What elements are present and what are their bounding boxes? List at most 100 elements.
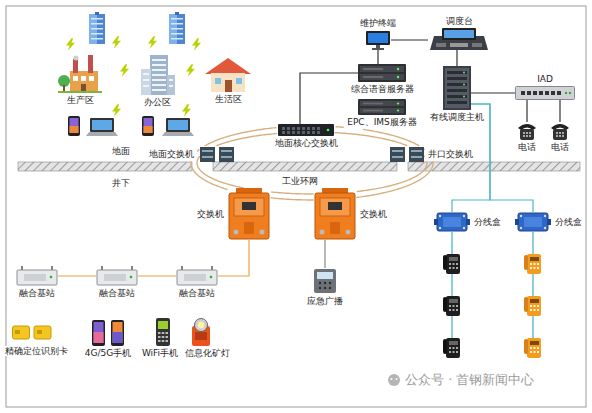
- desk-icon-part: [518, 124, 536, 130]
- factory-icon-part: [70, 71, 98, 91]
- server-icon-part: [360, 74, 404, 80]
- desk-icon-part-part: [529, 132, 531, 134]
- orange-icon: [228, 188, 270, 240]
- desk-icon-part: [551, 124, 569, 130]
- phone-feed-lines-part: [532, 232, 533, 345]
- rack-icon-part: [447, 71, 467, 104]
- connector-part: [138, 275, 176, 276]
- iad-icon: [515, 86, 575, 100]
- terminal-devices-part: [68, 116, 80, 136]
- factory-icon: [58, 55, 102, 93]
- console-icon-part: [444, 30, 474, 38]
- device-label: 井口交换机: [427, 149, 474, 159]
- core-icon-part-part: [302, 131, 305, 134]
- area-label: 地面: [112, 146, 130, 156]
- office-device: 办公区: [138, 55, 176, 95]
- monitor-icon-part: [366, 31, 390, 45]
- wifi-icon-part-part: [158, 340, 161, 342]
- server-icon-part: [363, 76, 383, 78]
- iad-icon-part-part: [557, 91, 561, 95]
- device-label: EPC、IMS服务器: [346, 117, 418, 127]
- rack-icon-part-part: [447, 83, 467, 86]
- server-icon-part: [397, 68, 399, 70]
- iad-icon-part-part: [545, 91, 549, 95]
- bcast-icon-part-part: [319, 287, 321, 289]
- ring-network-link-part: [271, 192, 313, 194]
- wifi-icon-part-part: [158, 336, 161, 338]
- desk-device: 电话: [518, 122, 536, 140]
- device-label: 交换机: [196, 209, 225, 219]
- rack-icon-part-part: [447, 77, 467, 80]
- wireless-bolts-part: [120, 64, 129, 77]
- house-icon-part: [225, 80, 232, 92]
- factory-icon-part: [89, 76, 94, 81]
- mob-device: 4G/5G手机: [90, 320, 126, 346]
- blue-icon-part: [463, 215, 465, 217]
- desk-icon-part-part: [526, 135, 528, 137]
- rack-icon-part: [443, 66, 471, 110]
- mob-icon: [90, 320, 126, 346]
- device-label: 4G/5G手机: [84, 348, 132, 358]
- wireless-bolts-part: [148, 36, 157, 49]
- orange-icon-part: [260, 230, 265, 235]
- desk-icon-part-part: [529, 135, 531, 137]
- ring-network-link-part: [205, 128, 277, 146]
- core-icon-part-part: [287, 131, 290, 134]
- desk-icon-part: [523, 132, 531, 137]
- desk-icon: [518, 122, 536, 140]
- device-label: 综合语音服务器: [350, 84, 415, 94]
- core-icon-part-part: [312, 131, 315, 134]
- ring-network-link: [191, 149, 244, 189]
- ring-network-link-part: [216, 134, 276, 146]
- mob-icon-part: [92, 320, 105, 346]
- wifi-icon-part-part: [158, 332, 161, 334]
- sw2-icon-part: [200, 147, 215, 162]
- bcast-icon-part-part: [329, 287, 331, 289]
- blue-icon-part: [434, 219, 438, 225]
- core-icon-part: [282, 127, 320, 134]
- wifi-icon-part-part: [162, 332, 165, 334]
- bcast-icon-part: [314, 269, 336, 293]
- ground-band-part: [18, 162, 192, 171]
- factory-icon-part: [58, 91, 102, 93]
- desk-icon-part: [553, 129, 567, 140]
- bcast-icon-part-part: [329, 282, 331, 284]
- sw2-icon-part: [411, 150, 422, 152]
- core-icon-part-part: [307, 127, 310, 130]
- orange-icon-part: [242, 202, 256, 210]
- ring-network-link-part: [356, 149, 433, 197]
- bcast-icon-part: [319, 282, 331, 289]
- office-icon-part: [141, 69, 151, 95]
- factory-device: 生产区: [58, 55, 102, 93]
- phone-feed-lines-part: [451, 232, 452, 345]
- desk-icon-part-part: [559, 132, 561, 134]
- wireless-bolts-part: [66, 38, 75, 51]
- office-icon-part-part: [152, 64, 166, 66]
- factory-icon-part: [88, 55, 93, 73]
- bs-icon-part: [24, 274, 46, 281]
- office-icon-part-part: [169, 85, 173, 87]
- bcast-icon-part-part: [324, 282, 326, 284]
- wifi-icon-part-part: [166, 340, 169, 342]
- bcast-device: 应急广播: [313, 268, 337, 294]
- watermark: 公众号 · 首钢新闻中心: [405, 373, 534, 388]
- wireless-towers-part: [169, 12, 185, 44]
- explosion-proof-phones: [443, 254, 541, 358]
- wifi-icon-part-part: [166, 336, 169, 338]
- console-icon-part: [442, 28, 476, 40]
- core-icon-part-part: [282, 131, 285, 134]
- console-icon: [428, 28, 490, 50]
- orange-icon-part: [328, 202, 342, 210]
- device-label: 分线盒: [473, 217, 502, 227]
- rack-icon-part: [445, 68, 469, 108]
- rack-icon-part-part: [447, 101, 467, 104]
- wifi-icon-part-part: [166, 332, 169, 334]
- office-icon-part-part: [143, 79, 149, 81]
- sw2-icon-part: [202, 156, 213, 158]
- blue-device: 分线盒: [434, 212, 470, 232]
- blue-icon-part: [544, 215, 546, 217]
- bs-icon-part: [97, 270, 137, 285]
- rack-icon-part-part: [447, 89, 467, 92]
- house-icon-part: [215, 78, 221, 84]
- card-icon-part: [13, 326, 30, 339]
